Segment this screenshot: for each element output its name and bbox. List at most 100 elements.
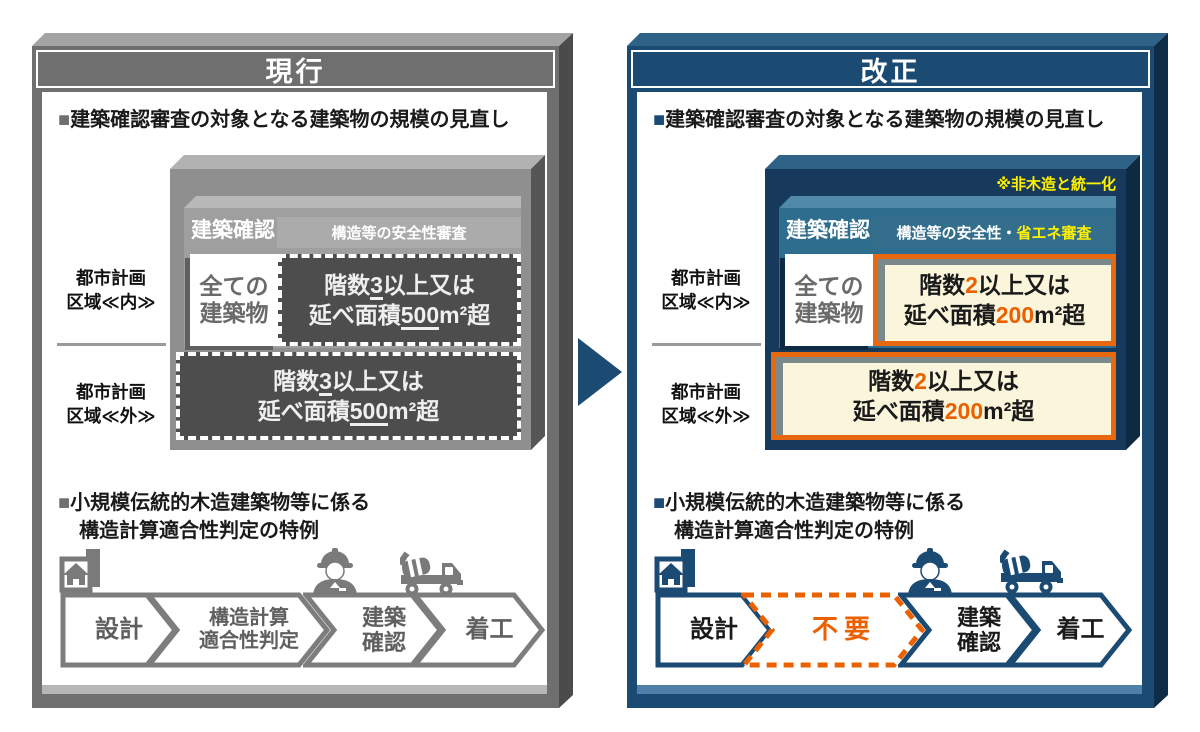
zone-line1: 都市計画 <box>671 268 741 288</box>
building-confirmation-label: 建築確認 <box>191 219 275 242</box>
heading-text: 小規模伝統的木造建築物等に係る <box>70 492 371 514</box>
all-buildings-line2: 建築物 <box>199 300 269 326</box>
cond-text: m²超 <box>388 398 440 424</box>
zone-line2: 区域≪外≫ <box>66 406 156 427</box>
condition-line2: 延べ面積200m²超 <box>853 396 1035 426</box>
flow-step-label: 不要 <box>811 614 876 645</box>
cond-text: m²超 <box>983 398 1035 424</box>
mixer-truck-icon <box>997 549 1064 595</box>
header-outline <box>36 50 555 88</box>
transition-arrow-icon <box>578 338 622 406</box>
cond-text: 以上又は <box>977 271 1070 298</box>
label-line2: 確認 <box>956 630 1001 655</box>
flow-step-label: 構造計算適合性判定 <box>177 607 299 653</box>
condition-line1: 階数2以上又は <box>868 366 1019 396</box>
cond-text: 階数 <box>919 271 966 298</box>
flow-step-not-required: 不要 <box>741 592 925 668</box>
all-buildings-line2: 建築物 <box>794 300 864 326</box>
zone-line2: 区域≪内≫ <box>66 292 156 313</box>
section2-heading-line2: 構造計算適合性判定の特例 <box>674 520 914 542</box>
cond-text: 階数 <box>324 271 371 298</box>
panel-top-bevel <box>627 33 1168 46</box>
worker-icon <box>905 543 955 595</box>
label-line1: 建築 <box>956 604 1001 630</box>
section2-heading-line1: ■小規模伝統的木造建築物等に係る <box>653 486 965 515</box>
cond-text: m²超 <box>439 302 491 328</box>
confirmation-inner-bevel <box>184 196 521 208</box>
heading-bullet: ■ <box>58 109 71 131</box>
cond-text: m²超 <box>1034 302 1086 328</box>
cond-text: 階数 <box>868 367 915 394</box>
chevron-shape <box>146 592 330 668</box>
condition-line1: 階数2以上又は <box>919 270 1070 300</box>
cond-number: 2 <box>965 271 978 298</box>
section1-heading: ■建築確認審査の対象となる建築物の規模の見直し <box>58 103 510 132</box>
cond-text: 以上又は <box>331 367 424 394</box>
condition-outside-box: 階数2以上又は 延べ面積200m²超 <box>771 352 1116 440</box>
safety-review-label: 構造等の安全性・ <box>896 225 1017 242</box>
zone-line2: 区域≪外≫ <box>661 406 751 427</box>
heading-bullet: ■ <box>58 492 71 514</box>
header-outline <box>631 50 1150 88</box>
heading-text: 小規模伝統的木造建築物等に係る <box>665 492 966 514</box>
condition-line2: 延べ面積500m²超 <box>257 396 440 427</box>
cond-number: 500 <box>349 399 389 427</box>
cond-text: 延べ面積 <box>308 302 401 328</box>
safety-review-bar: 構造等の安全性審査 <box>277 217 521 248</box>
cond-text: 延べ面積 <box>852 398 945 424</box>
condition-line1: 階数3以上又は <box>324 270 475 300</box>
all-buildings-line1: 全ての <box>794 272 864 299</box>
flow-step-label: 設計 <box>95 616 143 644</box>
label-line1: 建築 <box>361 604 406 630</box>
condition-outside-box: 階数3以上又は 延べ面積500m²超 <box>176 352 521 440</box>
scope-box-top-bevel <box>765 155 1140 169</box>
flow-step-label: 着工 <box>1056 616 1105 644</box>
zone-outside-label: 都市計画 区域≪外≫ <box>650 380 762 428</box>
section2-heading-line2: 構造計算適合性判定の特例 <box>79 520 319 542</box>
cond-text: 以上又は <box>926 367 1019 394</box>
cond-text: 延べ面積 <box>257 398 350 424</box>
scope-box-right-bevel <box>1126 155 1140 450</box>
scope-box-top-bevel <box>170 155 545 169</box>
all-buildings-line1: 全ての <box>199 272 269 299</box>
label-line2: 確認 <box>361 630 406 655</box>
panel-header: 改正 <box>627 46 1154 92</box>
cond-text: 階数 <box>273 367 320 394</box>
flow-step-label: 設計 <box>690 616 738 644</box>
all-buildings-box: 全ての 建築物 <box>785 254 873 346</box>
flow-step-start: 着工 <box>1007 592 1132 668</box>
cond-number: 200 <box>944 398 984 424</box>
flow-step-start: 着工 <box>412 592 545 668</box>
condition-line2: 延べ面積200m²超 <box>904 300 1086 330</box>
zone-separator <box>57 343 166 346</box>
zone-line1: 都市計画 <box>671 382 741 402</box>
zone-line1: 都市計画 <box>76 268 146 288</box>
mixer-truck-icon <box>397 551 464 597</box>
cond-number: 3 <box>319 369 332 396</box>
blueprint-icon <box>57 547 103 595</box>
zone-outside-label: 都市計画 区域≪外≫ <box>55 380 167 428</box>
panel-right-bevel <box>559 33 573 708</box>
panel-top-bevel <box>32 33 573 46</box>
label-line2: 適合性判定 <box>199 630 299 652</box>
chevron-shape <box>412 592 545 668</box>
energy-review-label: 省エネ審査 <box>1016 225 1092 242</box>
zone-line2: 区域≪内≫ <box>661 292 751 313</box>
chevron-shape <box>1007 592 1132 668</box>
flow-step-label: 着工 <box>465 616 514 644</box>
section1-heading: ■建築確認審査の対象となる建築物の規模の見直し <box>653 103 1105 132</box>
panel-right-bevel <box>1154 33 1168 708</box>
safety-review-bar: 構造等の安全性・省エネ審査 <box>872 217 1116 248</box>
chevron-shape-dashed <box>741 592 925 668</box>
cond-text: 延べ面積 <box>903 302 996 328</box>
condition-line2: 延べ面積500m²超 <box>308 300 491 331</box>
confirmation-inner-bevel <box>779 196 1116 208</box>
condition-inside-box: 階数3以上又は 延べ面積500m²超 <box>278 254 521 346</box>
scope-box-right-bevel <box>531 155 545 450</box>
cond-number: 200 <box>995 302 1035 328</box>
flow-step-label: 建築確認 <box>935 605 1001 656</box>
condition-line1: 階数3以上又は <box>273 366 424 396</box>
non-wood-note: ※非木造と統一化 <box>996 176 1116 193</box>
section2-heading-line1: ■小規模伝統的木造建築物等に係る <box>58 486 370 515</box>
zone-line1: 都市計画 <box>76 382 146 402</box>
